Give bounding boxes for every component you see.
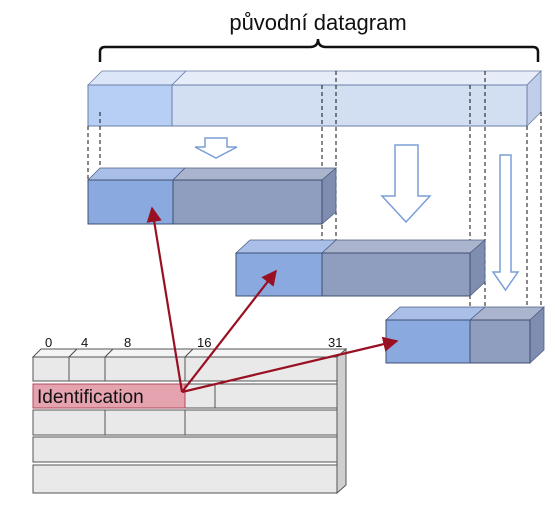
identification-label: Identification xyxy=(37,387,144,408)
header-cell-version xyxy=(32,356,70,382)
bit-label-0: 0 xyxy=(45,335,52,350)
fragment-3-header xyxy=(385,319,471,364)
header-cell-tos xyxy=(104,356,186,382)
down-arrow-3 xyxy=(491,154,520,292)
fragment-2-header xyxy=(235,252,323,297)
fragment-1-header xyxy=(87,179,174,225)
header-cell-source-address xyxy=(32,436,338,463)
fragment-1 xyxy=(87,167,338,225)
down-arrow-1 xyxy=(194,137,238,159)
ip-header xyxy=(31,347,348,495)
bit-label-4: 4 xyxy=(81,335,88,350)
header-cell-ihl xyxy=(68,356,106,382)
header-cell-ttl xyxy=(32,409,106,436)
down-arrow-2 xyxy=(380,144,432,224)
original-datagram xyxy=(87,70,542,127)
header-cell-fragment-offset xyxy=(214,383,338,409)
header-cell-identification xyxy=(32,383,186,409)
diagram-title: původní datagram xyxy=(229,10,406,35)
fragment-2 xyxy=(234,239,487,297)
header-cell-checksum xyxy=(184,409,338,436)
bit-label-31: 31 xyxy=(328,335,342,350)
bit-label-8: 8 xyxy=(124,335,131,350)
fragment-3-data xyxy=(469,319,531,364)
bit-labels: 0 4 8 16 31 xyxy=(45,335,342,350)
pointer-arrow-fragment-2 xyxy=(181,269,277,393)
fragment-3 xyxy=(384,306,546,364)
pointer-arrows xyxy=(146,206,399,394)
original-data-block xyxy=(171,84,528,127)
header-cell-protocol xyxy=(104,409,186,436)
header-cell-destination-address xyxy=(32,464,338,494)
fragment-1-data xyxy=(172,179,323,225)
pointer-arrow-fragment-1 xyxy=(146,206,184,393)
original-datagram-brace xyxy=(98,38,540,62)
pointer-arrow-fragment-3 xyxy=(181,336,399,394)
bit-label-16: 16 xyxy=(197,335,211,350)
original-header-block xyxy=(87,84,173,127)
fragment-2-data xyxy=(321,252,471,297)
